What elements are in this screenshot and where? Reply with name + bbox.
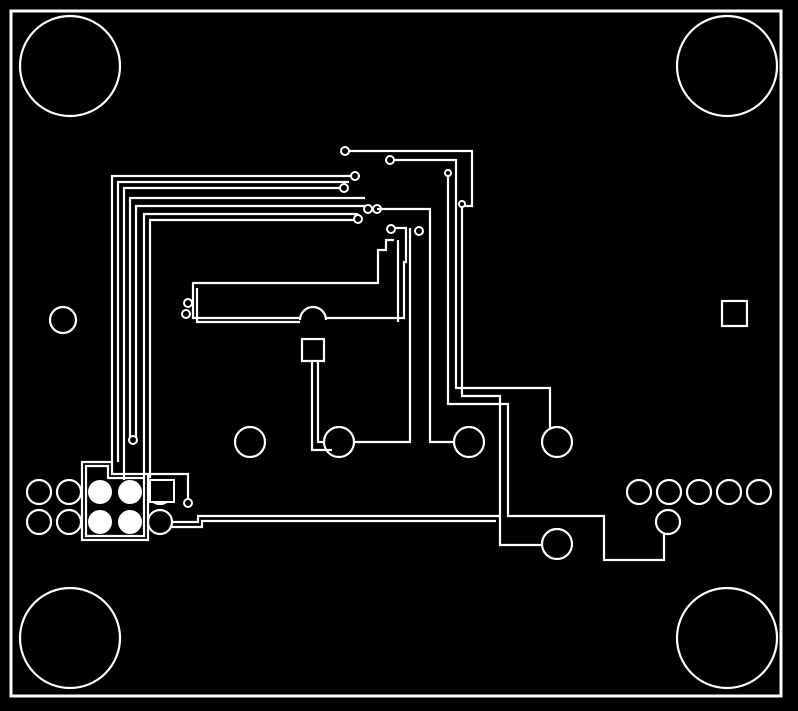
- via: [386, 224, 396, 234]
- trace: [148, 218, 358, 478]
- header-right-pin: [625, 478, 653, 506]
- pad-square-center: [300, 337, 326, 363]
- via: [444, 169, 452, 177]
- trace-small-square: [150, 472, 190, 503]
- header-left-pin: [88, 510, 112, 534]
- header-right-pin: [655, 478, 683, 506]
- via: [183, 298, 193, 308]
- header-left-pin: [25, 478, 53, 506]
- via: [183, 498, 193, 508]
- pad-b: [452, 425, 486, 459]
- header-right-pin: [685, 478, 713, 506]
- trace-bundle-left: [110, 174, 371, 480]
- trace-bottom-long-inner: [172, 519, 496, 529]
- header-right-pin: [745, 478, 773, 506]
- trace: [134, 204, 371, 440]
- via: [181, 309, 191, 319]
- pad-half-round: [298, 305, 328, 321]
- header-left-pin: [55, 508, 83, 536]
- via: [414, 226, 424, 236]
- trace-pad-b: [377, 207, 454, 444]
- header-left-pin: [88, 480, 112, 504]
- mounting-hole-bottom-right: [675, 586, 779, 690]
- via: [458, 200, 466, 208]
- header-left-pin: [118, 510, 142, 534]
- board-outline: [9, 9, 783, 698]
- mounting-hole-top-left: [18, 14, 122, 118]
- via: [385, 155, 395, 165]
- mounting-hole-top-right: [675, 14, 779, 118]
- fiducial-square-right: [720, 299, 749, 328]
- trace-pad-a-inner: [310, 361, 332, 452]
- header-left-pin: [25, 508, 53, 536]
- trace: [110, 174, 355, 462]
- header-right-pin: [715, 478, 743, 506]
- trace-bus-center: [191, 226, 408, 320]
- pad-a: [322, 425, 356, 459]
- trace: [142, 212, 358, 478]
- trace: [128, 196, 365, 440]
- via: [353, 214, 363, 224]
- via: [340, 146, 350, 156]
- header-left-pin: [55, 478, 83, 506]
- via: [363, 204, 373, 214]
- trace-pad-a: [354, 228, 412, 444]
- trace: [122, 186, 344, 480]
- via: [128, 435, 138, 445]
- header-left-pin: [118, 480, 142, 504]
- trace-pad-a-loop: [316, 361, 324, 444]
- mounting-hole-bottom-left: [18, 586, 122, 690]
- pad-d: [540, 527, 574, 561]
- header-left-pin: [146, 508, 174, 536]
- pad-e: [654, 508, 682, 536]
- trace: [116, 180, 349, 462]
- trace-top-2: [390, 158, 552, 430]
- header-right: [625, 478, 773, 506]
- pad-isolated: [233, 425, 267, 459]
- pad-c: [540, 425, 574, 459]
- pad-small-square: [149, 479, 175, 503]
- trace-bus-center-inner: [195, 240, 400, 324]
- via: [339, 183, 349, 193]
- trace-bottom-long: [172, 514, 500, 524]
- fiducial-round-left: [48, 305, 78, 335]
- trace-top-1: [345, 149, 474, 208]
- via: [350, 171, 360, 181]
- trace-top-4: [460, 204, 542, 547]
- trace-top-3: [446, 170, 666, 562]
